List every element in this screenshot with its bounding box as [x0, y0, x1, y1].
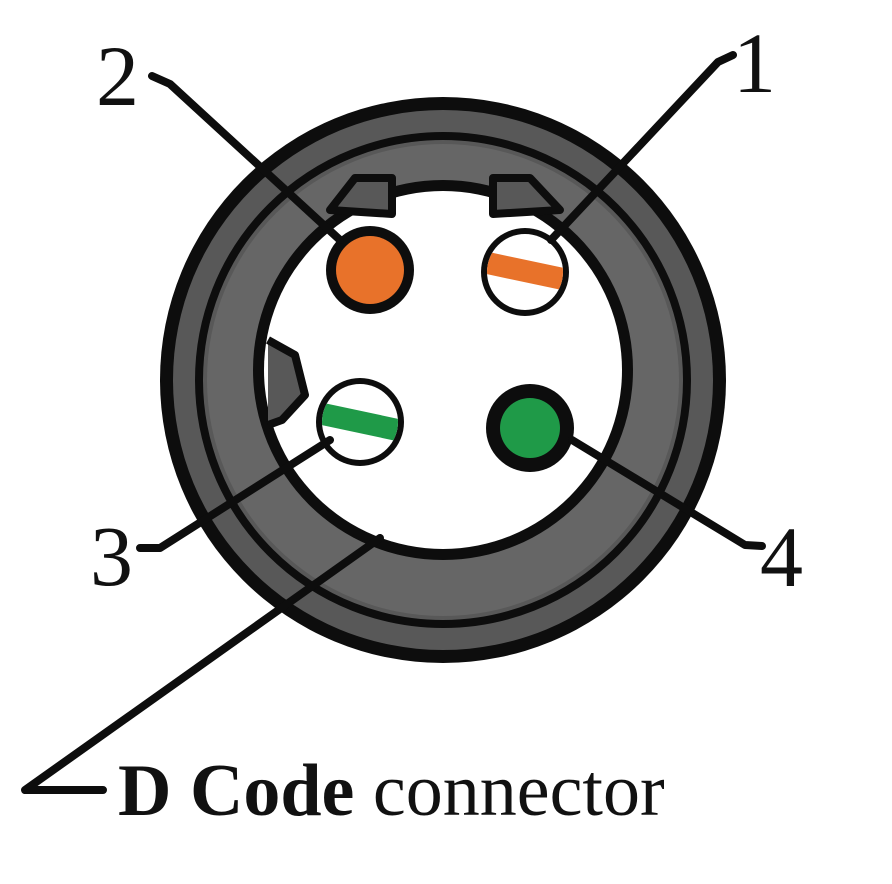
pin-3: [314, 378, 406, 466]
pin-4: [486, 384, 574, 472]
pin-1-wire-stripe: [479, 250, 571, 292]
connector-housing-groove: [195, 132, 691, 628]
pin-label-3: 3: [90, 508, 133, 604]
pin-2-wire-solid: [336, 236, 404, 304]
leader-line-pin-1: [547, 51, 737, 244]
key-notch-left: [326, 174, 396, 218]
pin-label-1: 1: [733, 15, 776, 111]
connector-face: [264, 191, 622, 549]
key-notch-right: [489, 174, 564, 218]
pin-label-2: 2: [96, 28, 139, 124]
pin-3-wire-stripe: [314, 401, 406, 443]
pin-2: [326, 226, 414, 314]
pin-1: [479, 228, 571, 316]
caption: D Code connector: [118, 750, 665, 832]
key-notch-side: [266, 336, 309, 429]
leader-line-pin-2: [148, 72, 344, 244]
pin-4-wire-solid: [500, 398, 560, 458]
caption-bold: D Code: [118, 750, 354, 832]
pin-label-4: 4: [760, 509, 803, 605]
caption-regular: connector: [354, 750, 664, 832]
leader-line-pin-4: [568, 436, 766, 550]
leader-line-pin-3: [136, 436, 334, 552]
leader-line-caption: [21, 534, 384, 794]
